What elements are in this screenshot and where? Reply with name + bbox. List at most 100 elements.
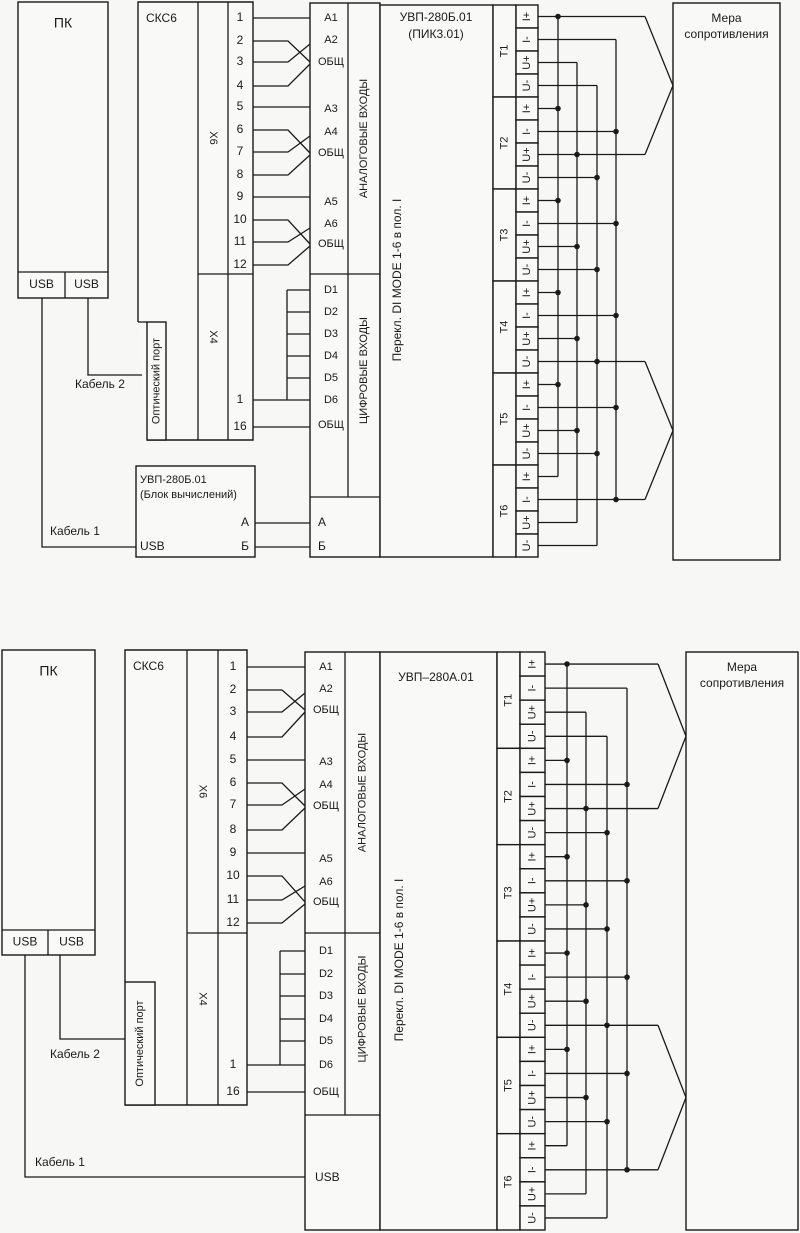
- digital-input-label: D3: [319, 990, 333, 1002]
- terminal-label: U-: [521, 539, 533, 551]
- x6-pin-number: 8: [230, 822, 237, 836]
- x6-pin-number: 11: [234, 234, 247, 248]
- terminal: [519, 795, 546, 822]
- calc-unit-box: [135, 465, 256, 558]
- cable-2: [87, 298, 147, 376]
- wire: [247, 782, 306, 807]
- analog-input-label: A2: [319, 683, 332, 695]
- terminal-label: U-: [521, 355, 533, 367]
- junction-dot: [564, 757, 570, 764]
- channel-label: T1: [502, 694, 514, 707]
- analog-input-label: A1: [319, 661, 332, 673]
- terminal-label: I+: [521, 104, 533, 113]
- wire: [247, 788, 306, 806]
- junction-dot: [555, 289, 561, 296]
- digital-input-label: D6: [324, 394, 338, 406]
- terminal-label: I-: [526, 1166, 538, 1173]
- wire: [253, 43, 311, 63]
- terminal-label: U+: [521, 331, 533, 345]
- device-box: [379, 4, 494, 558]
- x6-pin-number: 1: [230, 659, 237, 673]
- terminals: I+I-U+U-I+I-U+U-I+I-U+U-I+I-U+U-I+I-U+U-…: [515, 4, 539, 558]
- junction-dot: [583, 1094, 589, 1101]
- analog-input-label: ОБЩ: [318, 56, 344, 68]
- terminal-label: U-: [526, 1212, 538, 1224]
- terminals: I+I-U+U-I+I-U+U-I+I-U+U-I+I-U+U-I+I-U+U-…: [519, 651, 546, 1231]
- pc-box: [17, 1, 109, 299]
- wire: [253, 245, 311, 266]
- junction-dot: [613, 128, 619, 135]
- junction-dot: [624, 1166, 630, 1173]
- cable-1: [41, 298, 136, 548]
- terminal-label: I-: [521, 496, 533, 503]
- analog-inputs-title: АНАЛОГОВЫЕ ВХОДЫ: [358, 79, 370, 198]
- x6-label: Х6: [207, 131, 219, 144]
- resistance-standard-box: [672, 2, 781, 561]
- digital-input-label: D5: [319, 1035, 333, 1047]
- terminal-label: U-: [521, 263, 533, 275]
- analog-input-label: ОБЩ: [313, 704, 339, 716]
- digital-input-label: D3: [324, 328, 338, 340]
- analog-inputs-title: АНАЛОГОВЫЕ ВХОДЫ: [356, 733, 368, 852]
- terminal-label: U+: [526, 1090, 538, 1104]
- resistance-lead-2: [657, 1025, 687, 1171]
- terminal-label: U-: [526, 826, 538, 838]
- x4-label: Х4: [207, 330, 219, 343]
- wire: [247, 807, 306, 831]
- optical-port-label: Оптический порт: [134, 1000, 146, 1086]
- junction-dot: [624, 1070, 630, 1077]
- junction-dot: [613, 220, 619, 227]
- pc-label: ПК: [39, 663, 58, 679]
- calc-unit-port-a: А: [241, 515, 249, 529]
- analog-input-label: A5: [319, 853, 332, 865]
- junction-dot: [574, 243, 580, 250]
- resistance-lead-1: [644, 16, 674, 155]
- terminal-label: U+: [526, 705, 538, 719]
- usb-port-label: USB: [29, 277, 54, 291]
- channel-label: T3: [502, 886, 514, 899]
- connector-label: СКС6: [146, 11, 177, 25]
- junction-dot: [583, 998, 589, 1005]
- x6-pin-number: 4: [230, 729, 237, 743]
- x6-pin-number: 6: [237, 122, 244, 136]
- analog-input-label: ОБЩ: [313, 896, 339, 908]
- x6-pin-number: 10: [226, 868, 240, 882]
- pc-box: [1, 649, 96, 956]
- terminal-label: I+: [521, 288, 533, 297]
- junction-dot: [604, 829, 610, 836]
- terminal-label: I-: [521, 36, 533, 43]
- channel-label: T5: [502, 1079, 514, 1092]
- calc-unit-usb-label: USB: [140, 539, 165, 553]
- x6-pin-number: 12: [226, 915, 240, 929]
- terminal: [519, 819, 546, 846]
- x4-pin-number: 1: [237, 392, 244, 406]
- device-block: УВП-280Б.01(ПИК3.01)Перекл. DI MODE 1-6 …: [379, 4, 517, 558]
- junction-dot: [613, 496, 619, 503]
- channel-label: T1: [498, 45, 510, 58]
- switch-note: Перекл. DI MODE 1-6 в пол. I: [390, 199, 404, 362]
- bus-wiring: [545, 661, 687, 1219]
- analog-input-label: ОБЩ: [318, 147, 344, 159]
- input-module-box: [304, 651, 381, 1231]
- cable-2: [59, 955, 125, 1040]
- digital-input-label: D2: [319, 968, 333, 980]
- digital-input-label: D4: [319, 1013, 333, 1025]
- device-title: (ПИК3.01): [408, 27, 464, 41]
- junction-dot: [555, 197, 561, 204]
- x6-pin-number: 5: [237, 99, 244, 113]
- calc-unit-title: УВП-280Б.01: [140, 474, 207, 486]
- junction-dot: [604, 1022, 610, 1029]
- wire: [247, 885, 306, 901]
- terminal-label: I+: [526, 659, 538, 668]
- terminal-label: U-: [526, 1019, 538, 1031]
- digital-input-label: D6: [319, 1059, 333, 1071]
- input-module: A1A2ОБЩA3A4ОБЩA5A6ОБЩD1D2D3D4D5D6ОБЩАНАЛ…: [309, 2, 381, 558]
- analog-input-label: A5: [324, 196, 337, 208]
- junction-dot: [604, 1118, 610, 1125]
- wire: [247, 692, 306, 713]
- wire: [247, 711, 306, 738]
